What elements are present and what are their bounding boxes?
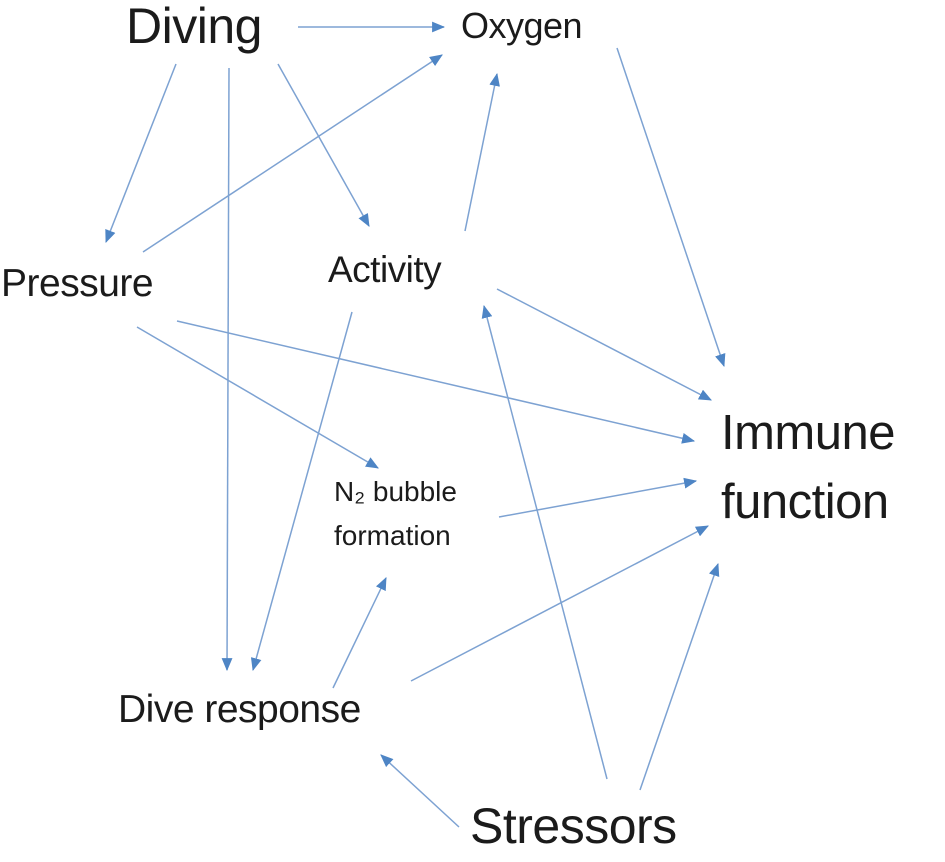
node-immune-function: Immune function bbox=[721, 406, 896, 529]
n2-label-line2: formation bbox=[334, 520, 451, 551]
n2-label-line1: N₂ bubble bbox=[334, 476, 457, 507]
edge-oxygen-immune bbox=[616, 47, 726, 368]
edge-stressors-dive_response bbox=[380, 754, 460, 828]
edge-pressure-immune bbox=[176, 320, 696, 444]
edge-diving-activity bbox=[277, 63, 370, 227]
node-oxygen: Oxygen bbox=[461, 5, 583, 46]
edge-n2-immune bbox=[498, 477, 698, 518]
node-diving: Diving bbox=[126, 0, 262, 54]
edge-pressure-n2 bbox=[136, 326, 379, 469]
node-n2-bubble-formation: N₂ bubble formation bbox=[334, 470, 499, 558]
edge-diving-dive_response bbox=[221, 67, 233, 672]
node-dive-response: Dive response bbox=[118, 688, 361, 731]
edge-pressure-oxygen bbox=[142, 54, 443, 253]
edge-dive_response-immune bbox=[410, 525, 709, 682]
edge-activity-dive_response bbox=[250, 311, 353, 672]
edge-activity-oxygen bbox=[464, 72, 500, 232]
node-pressure: Pressure bbox=[1, 262, 154, 305]
edge-stressors-immune bbox=[639, 562, 720, 791]
edge-diving-pressure bbox=[105, 63, 177, 244]
edge-dive_response-n2 bbox=[332, 577, 387, 689]
node-stressors: Stressors bbox=[470, 798, 677, 854]
edge-stressors-activity bbox=[481, 304, 608, 780]
edge-activity-immune bbox=[496, 288, 712, 401]
node-activity: Activity bbox=[328, 249, 442, 290]
